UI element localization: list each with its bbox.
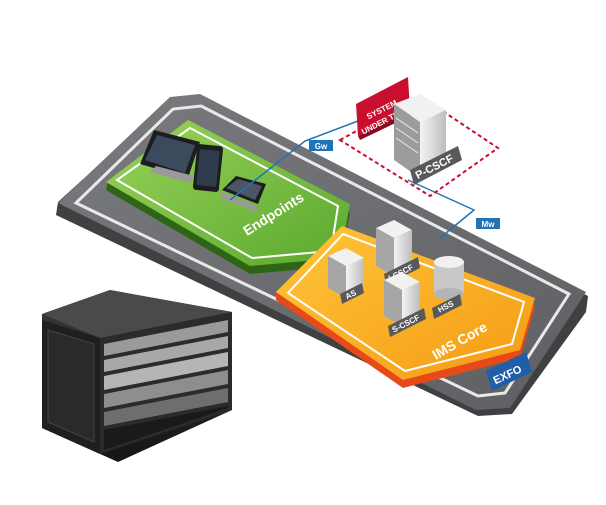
svg-text:Mw: Mw: [482, 220, 496, 229]
svg-text:Gw: Gw: [315, 142, 328, 151]
hss-database: [434, 256, 464, 300]
test-platform-chassis: [42, 290, 232, 462]
tablet-device: [140, 130, 200, 183]
mw-tag: Mw: [476, 218, 500, 229]
gw-tag: Gw: [309, 140, 333, 151]
smartphone-device: [192, 144, 224, 192]
scscf-server: [384, 272, 420, 326]
mw-link: [407, 179, 476, 239]
icscf-server: [376, 220, 412, 276]
gw-link: [229, 117, 367, 201]
